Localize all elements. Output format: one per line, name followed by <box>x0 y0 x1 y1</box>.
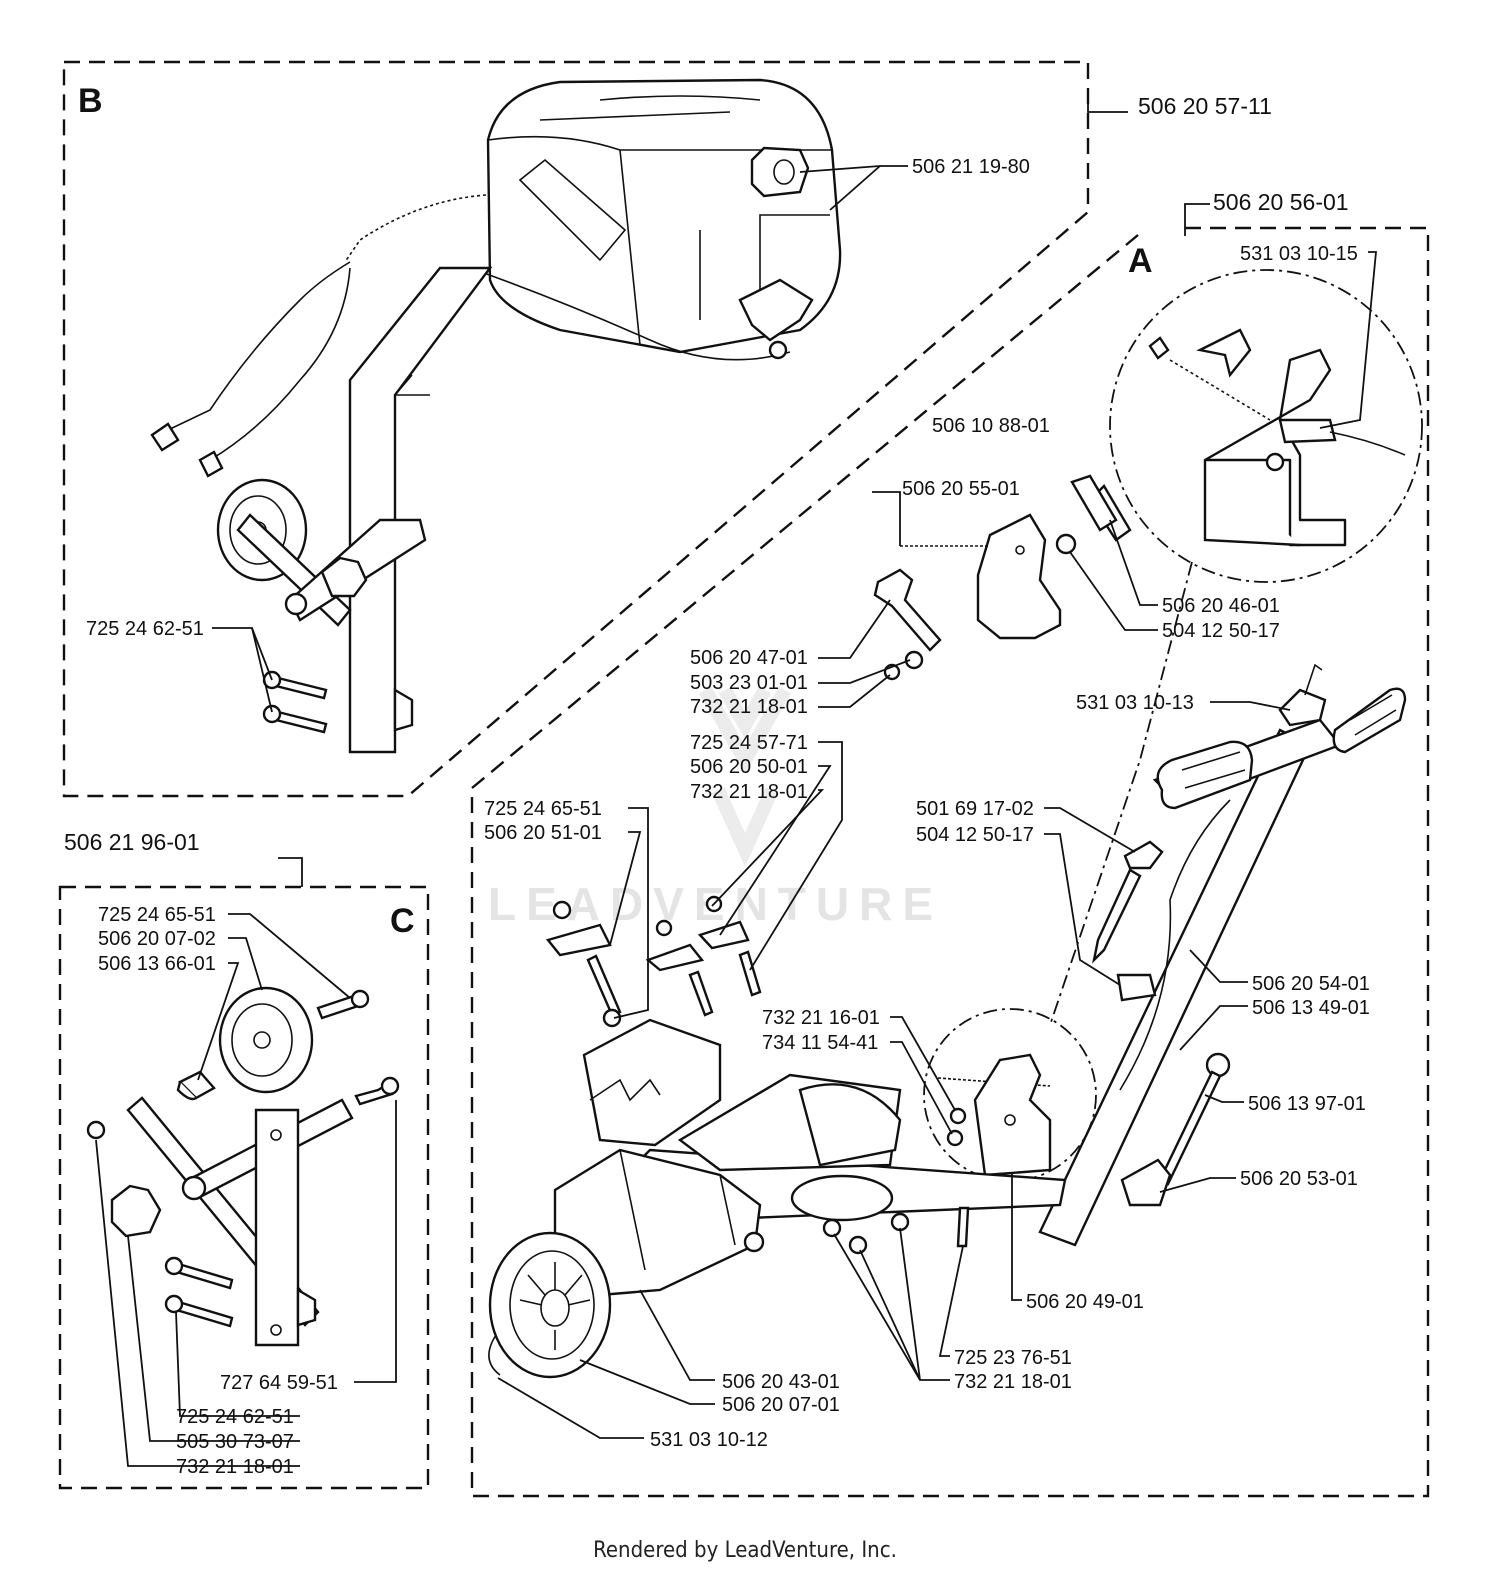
part-label: 506 20 43-01 <box>722 1371 840 1393</box>
part-label: 725 24 65-51 <box>98 904 216 926</box>
part-label: 506 20 07-01 <box>722 1394 840 1416</box>
fuel-cap <box>750 146 810 198</box>
part-label: 725 24 57-71 <box>690 732 808 754</box>
part-label: 732 21 16-01 <box>762 1007 880 1029</box>
small-parts-a <box>545 895 970 1255</box>
handle-grip-right <box>1332 687 1407 754</box>
part-label: 506 13 97-01 <box>1248 1093 1366 1115</box>
detail-circle-upper <box>1109 269 1423 583</box>
footer-credit: Rendered by LeadVenture, Inc. <box>593 1538 897 1563</box>
assembly-brackets <box>278 96 1210 887</box>
fuel-tank-assembly <box>150 78 842 754</box>
leader-lines <box>95 165 1377 1467</box>
part-label: 725 24 62-51 <box>86 618 204 640</box>
part-label: 506 13 66-01 <box>98 953 216 975</box>
part-label: 732 21 18-01 <box>690 781 808 803</box>
part-label: 504 12 50-17 <box>1162 620 1280 642</box>
part-label: 506 20 47-01 <box>690 647 808 669</box>
part-label: 506 20 53-01 <box>1240 1168 1358 1190</box>
part-label: 734 11 54-41 <box>762 1032 878 1054</box>
part-label: 732 21 18-01 <box>954 1371 1072 1393</box>
part-label: 506 20 46-01 <box>1162 595 1280 617</box>
part-label: 506 20 07-02 <box>98 928 216 950</box>
section-letter-a: A <box>1128 242 1153 280</box>
part-labels: 506 21 19-80 725 24 62-51 531 03 10-15 5… <box>86 156 1370 1478</box>
frame-a <box>470 226 1430 1498</box>
part-label: 506 20 50-01 <box>690 756 808 778</box>
frame-b <box>62 60 1090 798</box>
part-label: 725 24 62-51 <box>176 1406 294 1428</box>
part-label: 504 12 50-17 <box>916 824 1034 846</box>
part-label: 505 30 73-07 <box>176 1431 294 1453</box>
part-label: 503 23 01-01 <box>690 672 808 694</box>
part-label: 506 20 49-01 <box>1026 1291 1144 1313</box>
assembly-number-c: 506 21 96-01 <box>64 829 200 855</box>
part-label: 506 20 55-01 <box>902 478 1020 500</box>
part-label: 531 03 10-15 <box>1240 243 1358 265</box>
kit-wheel <box>218 986 314 1094</box>
detail-circle-lower <box>923 1008 1097 1182</box>
main-wheel <box>488 1231 612 1379</box>
part-label: 725 23 76-51 <box>954 1347 1072 1369</box>
frame-c <box>58 885 430 1490</box>
part-label: 727 64 59-51 <box>220 1372 338 1394</box>
wheel-kit-assembly <box>86 986 400 1347</box>
assembly-number-a: 506 20 56-01 <box>1213 189 1349 215</box>
part-label: 501 69 17-02 <box>916 798 1034 820</box>
part-label: 732 21 18-01 <box>176 1456 294 1478</box>
part-label: 506 20 51-01 <box>484 822 602 844</box>
part-label: 506 13 49-01 <box>1252 997 1370 1019</box>
section-frames <box>58 60 1430 1498</box>
assembly-number-b: 506 20 57-11 <box>1138 93 1272 119</box>
part-label: 725 24 65-51 <box>484 798 602 820</box>
part-label: 531 03 10-12 <box>650 1429 768 1451</box>
part-label: 732 21 18-01 <box>690 696 808 718</box>
section-letter-b: B <box>78 82 103 120</box>
handle-grip-left <box>1156 740 1254 810</box>
bolts-b <box>262 670 328 734</box>
part-label: 506 21 19-80 <box>912 156 1030 178</box>
part-label: 531 03 10-13 <box>1076 692 1194 714</box>
part-label: 506 10 88-01 <box>932 415 1050 437</box>
part-label: 506 20 54-01 <box>1252 973 1370 995</box>
section-letter-c: C <box>390 902 415 940</box>
main-assembly <box>488 269 1423 1379</box>
